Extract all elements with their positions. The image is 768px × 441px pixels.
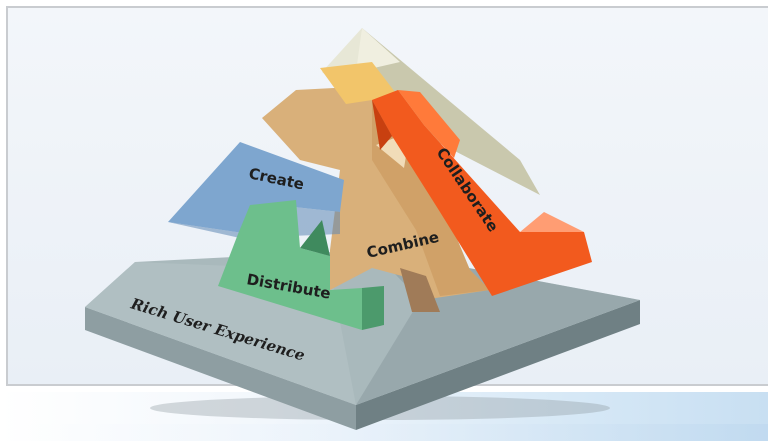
collaborate-highlight [398,90,460,158]
footer-band-highlight [0,424,768,441]
combine-foot [400,268,440,312]
distribute-notch [300,220,330,256]
distribute-side [362,286,384,330]
distribute-block [218,200,362,330]
collaborate-block [372,90,592,296]
base-right-edge [356,300,640,430]
base-left-edge [85,307,356,430]
collaborate-tip [520,212,584,232]
apex-top-highlight [356,28,400,72]
combine-top-notch [320,62,398,104]
collaborate-edge [372,100,392,150]
apex-right [356,28,540,195]
create-block [168,142,344,234]
